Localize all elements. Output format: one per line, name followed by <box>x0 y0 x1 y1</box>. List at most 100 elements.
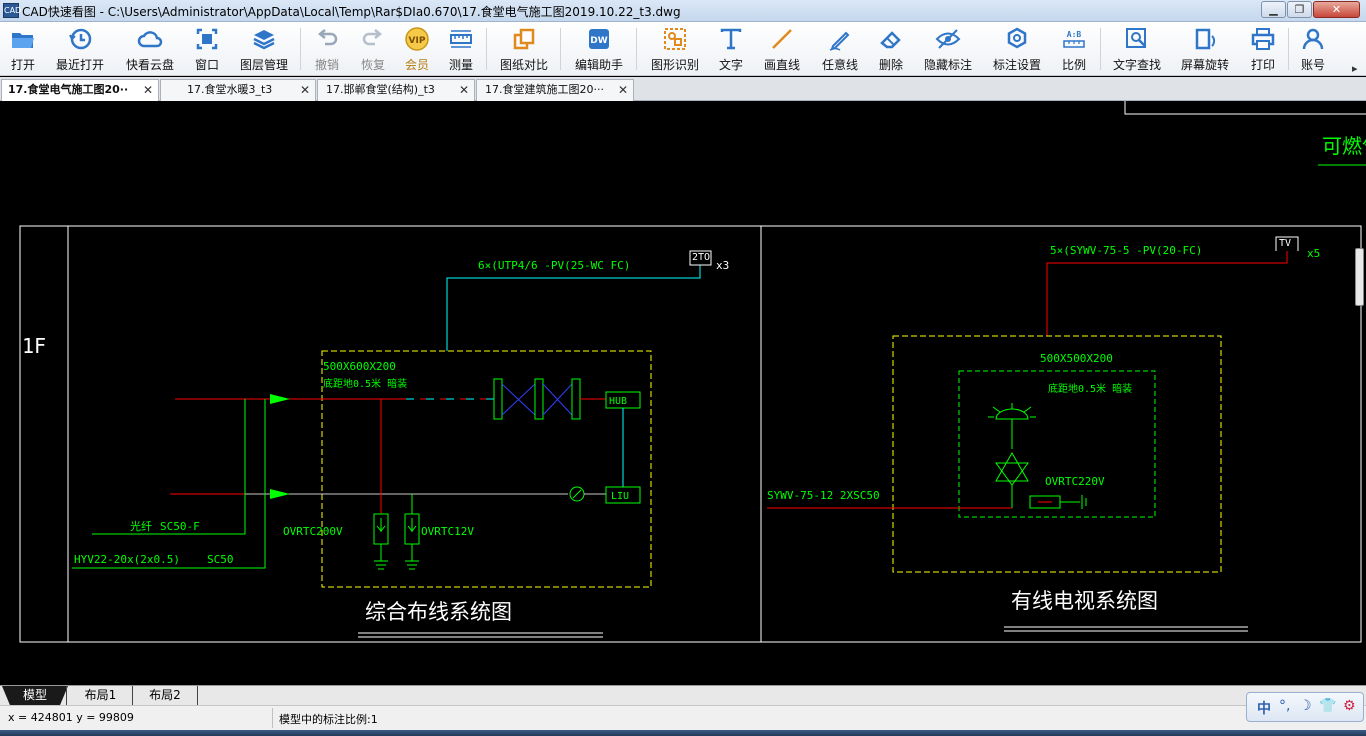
layer-manager-button[interactable]: 图层管理 <box>236 26 292 74</box>
fiber-conduit-label: SC50-F <box>160 520 200 533</box>
main-toolbar: 打开 最近打开 快看云盘 窗口 图层管理 <box>0 22 1366 76</box>
toolbar-separator <box>636 28 637 70</box>
drawing-canvas[interactable]: 可燃气 1F 6×(UTP4/6 -PV(25-WC FC) 2TO x3 50… <box>0 101 1366 685</box>
edit-assistant-button[interactable]: DW 编辑助手 <box>570 26 628 74</box>
tv-box-note: 底距地0.5米 暗装 <box>1048 382 1132 395</box>
gas-detector-label: 可燃气 <box>1322 134 1366 158</box>
vertical-scroll-handle[interactable] <box>1355 248 1364 306</box>
os-taskbar <box>0 730 1366 736</box>
tv-inner-box <box>958 370 1156 518</box>
toolbar-more-icon[interactable]: ▸ <box>1352 62 1358 75</box>
tv-box-size: 500X500X200 <box>1040 352 1113 365</box>
title-bar: CAD CAD快速看图 - C:\Users\Administrator\App… <box>0 0 1366 22</box>
ime-moon-icon[interactable]: ☽ <box>1299 698 1312 714</box>
vip-button[interactable]: VIP 会员 <box>400 26 434 74</box>
close-icon[interactable]: ✕ <box>142 83 153 97</box>
cursor-coordinates: x = 424801 y = 99809 <box>8 711 134 724</box>
cad-drawing[interactable]: 可燃气 1F 6×(UTP4/6 -PV(25-WC FC) 2TO x3 50… <box>0 101 1366 685</box>
redo-button[interactable]: 恢复 <box>356 26 390 74</box>
toolbar-separator <box>300 28 301 70</box>
toolbar-separator <box>560 28 561 70</box>
find-text-button[interactable]: 文字查找 <box>1108 26 1166 74</box>
window-button[interactable]: 窗口 <box>190 26 224 74</box>
close-icon[interactable]: ✕ <box>299 83 310 97</box>
undo-button[interactable]: 撤销 <box>310 26 344 74</box>
open-button[interactable]: 打开 <box>4 26 42 74</box>
drawing-compare-button[interactable]: 图纸对比 <box>496 26 552 74</box>
freehand-line-button[interactable]: 任意线 <box>818 26 862 74</box>
cabling-power-right: OVRTC12V <box>421 525 474 538</box>
status-divider <box>272 708 273 728</box>
cabling-cable-label: 6×(UTP4/6 -PV(25-WC FC) <box>478 259 630 272</box>
tv-input-cable-label: SYWV-75-12 2XSC50 <box>767 489 880 502</box>
ruler-icon <box>450 30 472 48</box>
user-icon <box>1302 28 1324 50</box>
printer-icon <box>1251 28 1275 50</box>
clock-icon <box>69 28 92 50</box>
draw-line-button[interactable]: 画直线 <box>760 26 804 74</box>
close-window-button[interactable]: ✕ <box>1313 1 1360 18</box>
account-button[interactable]: 账号 <box>1296 26 1330 74</box>
recent-open-button[interactable]: 最近打开 <box>52 26 108 74</box>
pen-icon <box>829 31 850 51</box>
cabling-system-diagram: 6×(UTP4/6 -PV(25-WC FC) 2TO x3 500X600X2… <box>72 250 729 638</box>
document-tab[interactable]: 17.邯郸食堂(结构)_t3 ✕ <box>317 79 475 101</box>
vip-icon: VIP <box>405 27 429 51</box>
scale-icon: A:B <box>1063 30 1085 48</box>
toolbar-separator <box>1100 28 1101 70</box>
layout-tab-model[interactable]: 模型 <box>2 686 68 705</box>
minimize-button[interactable]: ▁ <box>1261 1 1286 18</box>
hub-label: HUB <box>609 396 627 407</box>
tv-outlet-count: x5 <box>1307 247 1320 260</box>
cloud-icon <box>137 31 163 48</box>
cabling-box-size: 500X600X200 <box>323 360 396 373</box>
layout-tab-1[interactable]: 布局1 <box>66 686 134 705</box>
status-bar: x = 424801 y = 99809 模型中的标注比例:1 <box>0 705 1366 730</box>
eraser-icon <box>880 31 901 49</box>
ime-chinese-mode[interactable]: 中 <box>1257 701 1271 717</box>
cabling-power-left: OVRTC200V <box>283 525 343 538</box>
document-tab[interactable]: 17.食堂建筑施工图20··· ✕ <box>476 79 634 101</box>
cloud-drive-button[interactable]: 快看云盘 <box>122 26 178 74</box>
svg-text:A:B: A:B <box>1067 30 1082 39</box>
cabling-diagram-title: 综合布线系统图 <box>365 600 512 624</box>
undo-icon <box>317 29 338 46</box>
rotate-screen-icon <box>1195 28 1216 50</box>
telephone-cable-label: HYV22-20x(2x0.5) <box>74 553 180 566</box>
print-button[interactable]: 打印 <box>1246 26 1280 74</box>
find-text-icon <box>1126 28 1146 48</box>
delete-button[interactable]: 删除 <box>874 26 908 74</box>
hide-annotations-button[interactable]: 隐藏标注 <box>920 26 976 74</box>
toolbar-separator <box>1288 28 1289 70</box>
annotation-settings-button[interactable]: 标注设置 <box>988 26 1046 74</box>
ime-settings-icon[interactable]: ⚙ <box>1343 698 1356 714</box>
drawing-frame <box>19 225 1362 643</box>
layout-tab-2[interactable]: 布局2 <box>132 686 198 705</box>
tv-power-label: OVRTC220V <box>1045 475 1105 488</box>
ime-punctuation-icon[interactable]: °, <box>1279 698 1291 714</box>
ime-skin-icon[interactable]: 👕 <box>1319 698 1337 714</box>
telephone-conduit-label: SC50 <box>207 553 234 566</box>
text-icon <box>720 28 742 50</box>
tab-label: 17.邯郸食堂(结构)_t3 <box>326 83 435 96</box>
close-icon[interactable]: ✕ <box>458 83 469 97</box>
app-logo-icon: CAD <box>3 3 21 18</box>
document-tab-bar: 17.食堂电气施工图20·· ✕ 17.食堂水暖3_t3 ✕ 17.邯郸食堂(结… <box>0 77 1366 101</box>
tab-label: 17.食堂电气施工图20·· <box>8 83 129 96</box>
document-tab[interactable]: 17.食堂水暖3_t3 ✕ <box>160 79 316 101</box>
maximize-button[interactable]: ❐ <box>1287 1 1312 18</box>
shape-recognize-button[interactable]: 图形识别 <box>646 26 704 74</box>
compare-icon <box>513 28 535 50</box>
outlet-count: x3 <box>716 259 729 272</box>
text-tool-button[interactable]: 文字 <box>714 26 748 74</box>
measure-button[interactable]: 测量 <box>444 26 478 74</box>
close-icon[interactable]: ✕ <box>617 83 628 97</box>
document-tab[interactable]: 17.食堂电气施工图20·· ✕ <box>1 79 159 101</box>
tv-cable-label: 5×(SYWV-75-5 -PV(20-FC) <box>1050 244 1202 257</box>
scale-button[interactable]: A:B 比例 <box>1056 26 1092 74</box>
rotate-screen-button[interactable]: 屏幕旋转 <box>1176 26 1234 74</box>
tv-diagram-title: 有线电视系统图 <box>1011 589 1158 613</box>
annotation-scale-status: 模型中的标注比例:1 <box>279 713 378 726</box>
ime-toolbar[interactable]: 中 °, ☽ 👕 ⚙ <box>1246 692 1364 722</box>
